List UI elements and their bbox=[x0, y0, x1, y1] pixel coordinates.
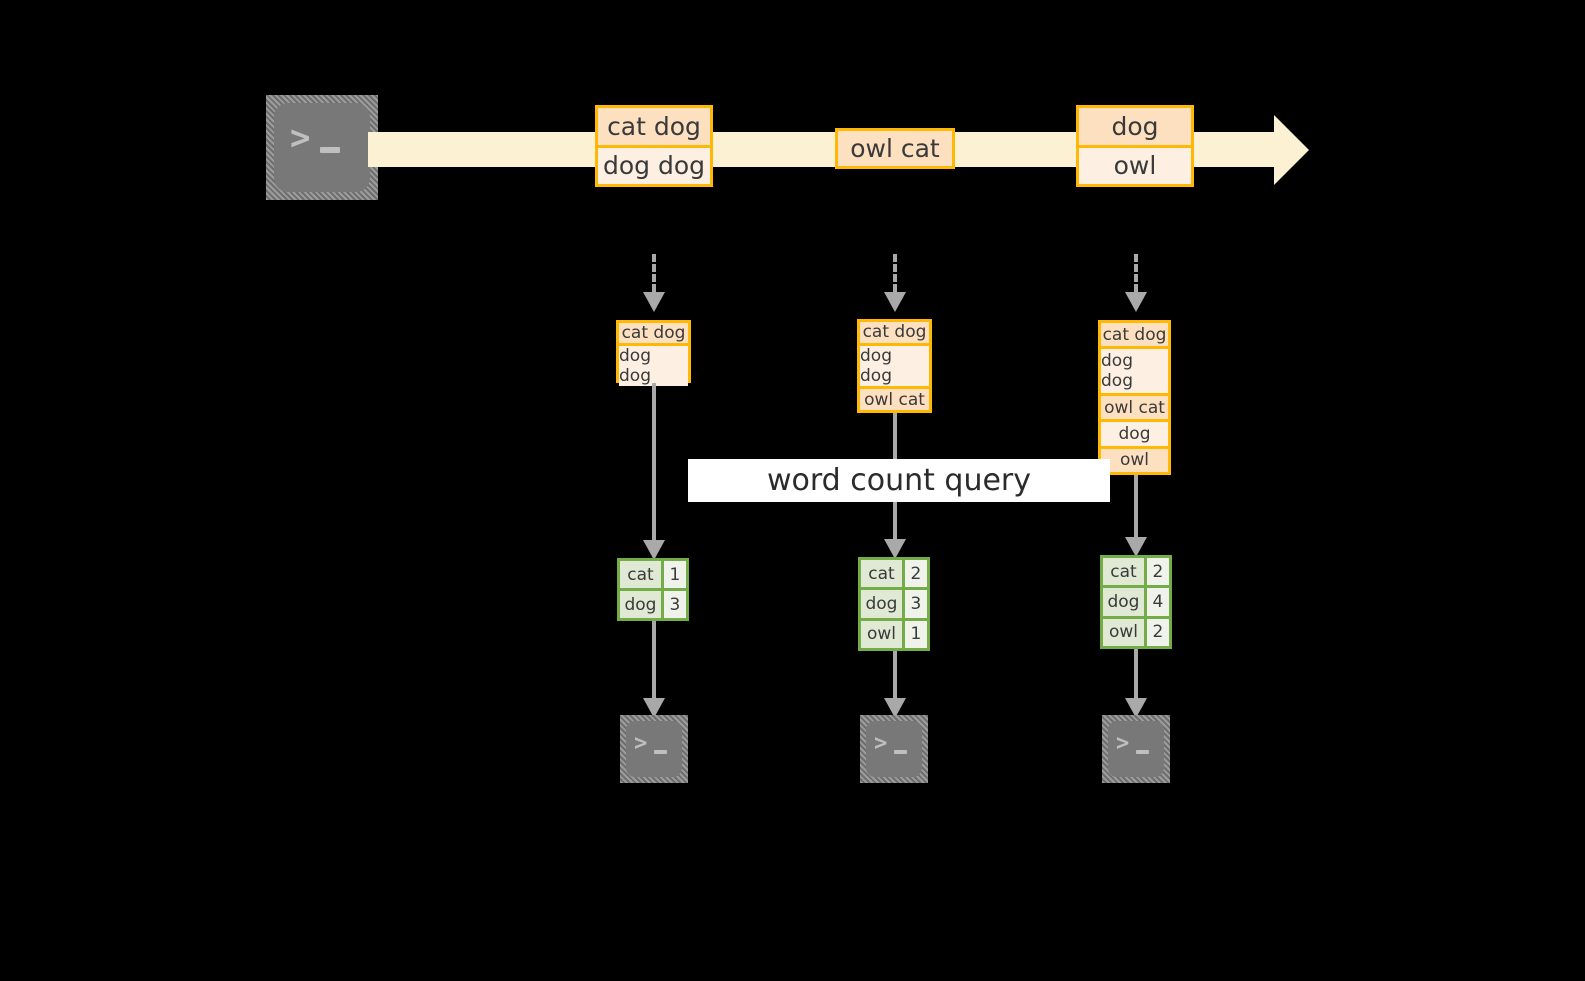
result-count: 2 bbox=[1143, 618, 1169, 646]
query-banner: word count query bbox=[688, 459, 1110, 502]
batch-row: dog dog bbox=[1101, 346, 1168, 393]
table-row: owl 2 bbox=[1103, 615, 1169, 646]
column-1-query-arrow-head bbox=[643, 540, 665, 560]
console-cursor-underscore bbox=[1136, 750, 1149, 754]
console-cursor-underscore bbox=[894, 750, 907, 754]
result-count: 4 bbox=[1143, 588, 1169, 616]
result-count: 3 bbox=[901, 590, 927, 618]
batch-row: dog dog bbox=[860, 342, 929, 387]
column-1-sink-line bbox=[652, 621, 656, 703]
batch-row: dog dog bbox=[619, 343, 688, 386]
console-cursor-underscore bbox=[320, 147, 340, 153]
result-word: dog bbox=[861, 590, 902, 618]
batch-row: owl cat bbox=[1101, 392, 1168, 420]
column-3-query-line bbox=[1134, 475, 1138, 547]
column-2-sink-arrow-head bbox=[884, 698, 906, 718]
table-row: dog 4 bbox=[1103, 585, 1169, 616]
console-prompt-chevron: > bbox=[874, 731, 888, 756]
console-screen bbox=[626, 721, 682, 777]
source-console-icon: > bbox=[266, 95, 378, 200]
column-1-sink-console-icon: > bbox=[620, 715, 688, 783]
column-2-trigger-arrow-head bbox=[884, 292, 906, 312]
result-word: cat bbox=[861, 560, 902, 588]
result-word: dog bbox=[1103, 588, 1144, 616]
result-word: dog bbox=[620, 591, 661, 618]
batch-row: cat dog bbox=[619, 323, 688, 343]
batch-row: cat dog bbox=[860, 322, 929, 343]
stream-event-2: owl cat bbox=[835, 128, 955, 169]
result-count: 3 bbox=[660, 591, 686, 618]
column-3-batch-box: cat dog dog dog owl cat dog owl bbox=[1098, 320, 1171, 475]
column-1-batch-box: cat dog dog dog bbox=[616, 320, 691, 386]
console-cursor-underscore bbox=[654, 750, 667, 754]
event-stream-arrow-head bbox=[1274, 115, 1309, 185]
column-3-sink-console-icon: > bbox=[1102, 715, 1170, 783]
result-word: cat bbox=[1103, 558, 1144, 586]
result-count: 1 bbox=[901, 620, 927, 648]
batch-row: owl bbox=[1101, 445, 1168, 473]
batch-row: dog bbox=[1101, 419, 1168, 446]
column-1-trigger-arrow-head bbox=[643, 292, 665, 312]
column-2-sink-console-icon: > bbox=[860, 715, 928, 783]
column-3-sink-arrow-head bbox=[1125, 698, 1147, 718]
column-3-query-arrow-head bbox=[1125, 537, 1147, 557]
result-count: 1 bbox=[660, 561, 686, 588]
column-2-query-arrow-head bbox=[884, 539, 906, 559]
column-3-trigger-arrow-head bbox=[1125, 292, 1147, 312]
column-1-trigger-line bbox=[652, 254, 656, 292]
table-row: dog 3 bbox=[620, 588, 686, 618]
stream-event-line: dog dog bbox=[598, 144, 710, 184]
column-1-query-line bbox=[652, 383, 656, 548]
table-row: cat 2 bbox=[861, 560, 927, 588]
console-screen bbox=[1108, 721, 1164, 777]
stream-event-line: cat dog bbox=[598, 108, 710, 145]
column-3-trigger-line bbox=[1134, 254, 1138, 292]
result-word: owl bbox=[861, 620, 902, 648]
column-2-batch-box: cat dog dog dog owl cat bbox=[857, 319, 932, 413]
stream-event-line: dog bbox=[1079, 108, 1191, 145]
column-1-result-table: cat 1 dog 3 bbox=[617, 558, 689, 621]
query-banner-label: word count query bbox=[766, 463, 1032, 498]
console-screen bbox=[866, 721, 922, 777]
table-row: cat 2 bbox=[1103, 558, 1169, 586]
console-prompt-chevron: > bbox=[290, 118, 311, 158]
column-2-result-table: cat 2 dog 3 owl 1 bbox=[858, 557, 930, 651]
result-count: 2 bbox=[1143, 558, 1169, 586]
console-prompt-chevron: > bbox=[634, 731, 648, 756]
result-word: owl bbox=[1103, 618, 1144, 646]
stream-event-line: owl cat bbox=[838, 131, 952, 166]
table-row: owl 1 bbox=[861, 617, 927, 648]
batch-row: cat dog bbox=[1101, 323, 1168, 347]
stream-event-line: owl bbox=[1079, 144, 1191, 184]
table-row: cat 1 bbox=[620, 561, 686, 588]
console-prompt-chevron: > bbox=[1116, 731, 1130, 756]
stream-event-3: dog owl bbox=[1076, 105, 1194, 187]
stream-event-1: cat dog dog dog bbox=[595, 105, 713, 187]
column-3-sink-line bbox=[1134, 649, 1138, 703]
table-row: dog 3 bbox=[861, 587, 927, 618]
column-1-sink-arrow-head bbox=[643, 698, 665, 718]
column-2-sink-line bbox=[893, 651, 897, 703]
column-3-result-table: cat 2 dog 4 owl 2 bbox=[1100, 555, 1172, 649]
result-count: 2 bbox=[901, 560, 927, 588]
column-2-trigger-line bbox=[893, 254, 897, 292]
batch-row: owl cat bbox=[860, 386, 929, 411]
result-word: cat bbox=[620, 561, 661, 588]
